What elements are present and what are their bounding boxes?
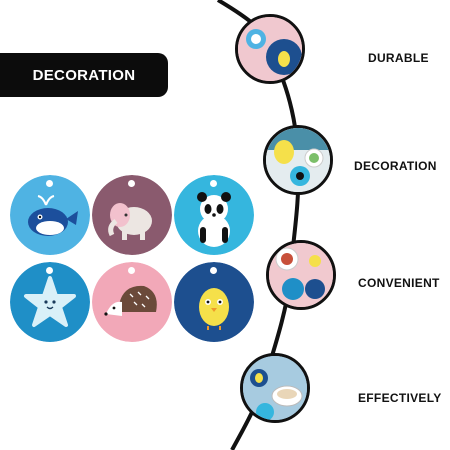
decoration-banner: DECORATION — [0, 53, 168, 97]
panda-icon — [174, 175, 254, 255]
coaster-stack-photo — [238, 17, 302, 81]
feature-label-decoration: DECORATION — [354, 159, 437, 173]
feature-photo-durable — [235, 14, 305, 84]
feature-label-durable: DURABLE — [368, 51, 429, 65]
coaster-hedgehog — [92, 262, 172, 342]
feature-label-effectively: EFFECTIVELY — [358, 391, 442, 405]
feature-label-convenient: CONVENIENT — [358, 276, 440, 290]
hang-hole — [128, 267, 135, 274]
coaster-panda — [174, 175, 254, 255]
hedgehog-icon — [92, 262, 172, 342]
coaster-chick — [174, 262, 254, 342]
feature-photo-convenient — [266, 240, 336, 310]
hang-hole — [46, 267, 53, 274]
feature-photo-decoration — [263, 125, 333, 195]
starfish-icon — [10, 262, 90, 342]
bowl-on-coaster-photo — [243, 356, 307, 420]
coaster-starfish — [10, 262, 90, 342]
elephant-icon — [92, 175, 172, 255]
chick-icon — [174, 262, 254, 342]
coaster-elephant — [92, 175, 172, 255]
feature-photo-effectively — [240, 353, 310, 423]
hang-hole — [46, 180, 53, 187]
coaster-whale — [10, 175, 90, 255]
table-photo — [266, 128, 330, 192]
hang-hole — [128, 180, 135, 187]
bowls-photo — [269, 243, 333, 307]
hang-hole — [210, 180, 217, 187]
whale-icon — [10, 175, 90, 255]
hang-hole — [210, 267, 217, 274]
banner-label: DECORATION — [32, 66, 136, 84]
